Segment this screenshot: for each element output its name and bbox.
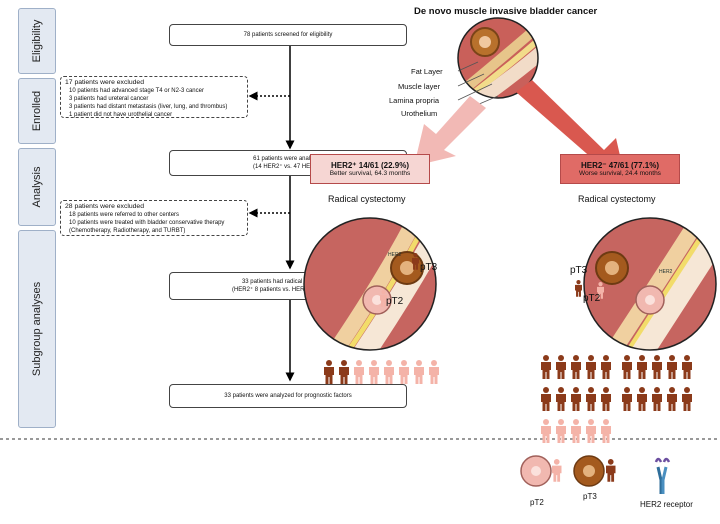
legend-pt2-person: [552, 459, 562, 482]
her2-neg-cell-tag: HER2: [659, 269, 673, 275]
her2-pos-procedure: Radical cystectomy: [328, 194, 406, 204]
person-icon-pt3: [541, 355, 551, 379]
layer-lamina-label: Lamina propria: [389, 96, 440, 105]
prognostic-box: 33 patients were analyzed for prognostic…: [169, 384, 407, 408]
person-icon-pt2: [597, 282, 604, 299]
excluded-2-item: (Chemotherapy, Radiotherapy, and TURBT): [69, 228, 186, 234]
person-icon-pt2: [414, 360, 424, 384]
person-icon-pt3: [682, 387, 692, 411]
cystectomy-line2: (HER2⁺ 8 patients vs. HER2⁻ 25 patients): [231, 287, 345, 293]
person-icon-pt2: [571, 419, 581, 443]
phase-eligibility: Eligibility: [18, 8, 56, 74]
her2-pos-cell-tag: HER2: [388, 252, 402, 258]
person-icon-pt3: [575, 280, 582, 297]
person-icon-pt2: [380, 290, 387, 307]
person-icon-pt3: [682, 355, 692, 379]
person-icon-pt2: [369, 360, 379, 384]
person-icon-pt2: [354, 360, 364, 384]
person-icon-pt3: [556, 387, 566, 411]
person-icon-pt3: [586, 355, 596, 379]
person-icon-pt3: [601, 355, 611, 379]
person-icon-pt2: [399, 360, 409, 384]
person-icon-pt3: [622, 387, 632, 411]
cystectomy-line1: 33 patients had radical cystectomy: [241, 279, 335, 285]
legend-receptor-label: HER2 receptor: [640, 500, 693, 509]
person-icon-pt2: [586, 419, 596, 443]
person-icon-pt3: [556, 355, 566, 379]
person-icon-pt3: [586, 387, 596, 411]
her2-neg-box: HER2⁻ 47/61 (77.1%) Worse survival, 24.4…: [560, 154, 680, 184]
her2-pos-pt3-label: pT3: [420, 262, 438, 273]
person-icon-pt2: [556, 419, 566, 443]
excluded-1-item: 3 patients had ureteral cancer: [69, 96, 149, 102]
her2-neg-label: HER2⁻ 47/61 (77.1%): [580, 161, 660, 170]
her2-neg-pt2-label: pT2: [583, 293, 601, 304]
excluded-2-item: 18 patients were referred to other cente…: [69, 212, 180, 218]
arrow-her2-pos: [414, 96, 486, 166]
excluded-1-head: 17 patients were excluded: [65, 79, 144, 86]
person-icon-pt3: [571, 387, 581, 411]
person-icon-pt3: [571, 355, 581, 379]
person-icon-pt3: [412, 253, 419, 270]
her2-neg-survival: Worse survival, 24.4 months: [579, 170, 661, 177]
her2-pos-box: HER2⁺ 14/61 (22.9%) Better survival, 64.…: [310, 154, 430, 184]
person-icon-pt3: [637, 387, 647, 411]
person-icon-pt2: [541, 419, 551, 443]
her2-neg-procedure: Radical cystectomy: [578, 194, 656, 204]
person-icon-pt2: [384, 360, 394, 384]
legend-pt3-person: [606, 459, 616, 482]
phase-subgroup: Subgroup analyses: [18, 230, 56, 428]
screened-box: 78 patients screened for eligibility: [169, 24, 407, 46]
person-icon-pt3: [667, 355, 677, 379]
person-icon-pt3: [652, 387, 662, 411]
legend-pt3-label: pT3: [583, 492, 597, 501]
person-icon-pt2: [429, 360, 439, 384]
person-icon-pt3: [324, 360, 334, 384]
diagram-title: De novo muscle invasive bladder cancer: [414, 6, 598, 17]
person-icon-pt3: [622, 355, 632, 379]
excluded-2-item: 10 patients were treated with bladder co…: [69, 220, 225, 226]
excluded-1-item: 1 patient did not have urothelial cancer: [69, 112, 173, 118]
her2-pos-pt2-label: pT2: [386, 296, 404, 307]
excluded-box-2: 28 patients were excluded 18 patients we…: [60, 200, 248, 236]
person-icon-pt3: [652, 355, 662, 379]
excluded-2-head: 28 patients were excluded: [65, 203, 144, 210]
phase-analysis: Analysis: [18, 148, 56, 226]
person-icon-pt3: [339, 360, 349, 384]
her2-pos-survival: Better survival, 64.3 months: [329, 170, 411, 177]
analyzed-line1: 61 patients were analyzed: [253, 156, 323, 162]
excluded-1-item: 10 patients had advanced stage T4 or N2-…: [69, 88, 204, 94]
layer-fat-label: Fat Layer: [411, 67, 443, 76]
her2-neg-pt3-label: pT3: [570, 265, 588, 276]
her2-pos-label: HER2⁺ 14/61 (22.9%): [330, 161, 410, 170]
her2-receptor-icon: [654, 457, 671, 494]
person-icon-pt3: [667, 387, 677, 411]
legend-pt2-label: pT2: [530, 498, 544, 507]
person-icon-pt3: [601, 387, 611, 411]
person-icon-pt3: [541, 387, 551, 411]
excluded-box-1: 17 patients were excluded 10 patients ha…: [60, 76, 248, 118]
layer-muscle-label: Muscle layer: [398, 82, 441, 91]
excluded-1-item: 3 patients had distant metastasis (liver…: [69, 104, 228, 110]
person-icon-pt3: [637, 355, 647, 379]
phase-enrolled: Enrolled: [18, 78, 56, 144]
layer-urothelium-label: Urothelium: [401, 109, 438, 118]
analyzed-line2: (14 HER2⁺ vs. 47 HER2⁻): [252, 164, 324, 170]
prognostic-text: 33 patients were analyzed for prognostic…: [224, 393, 352, 399]
person-icon-pt2: [601, 419, 611, 443]
screened-text: 78 patients screened for eligibility: [243, 32, 333, 38]
